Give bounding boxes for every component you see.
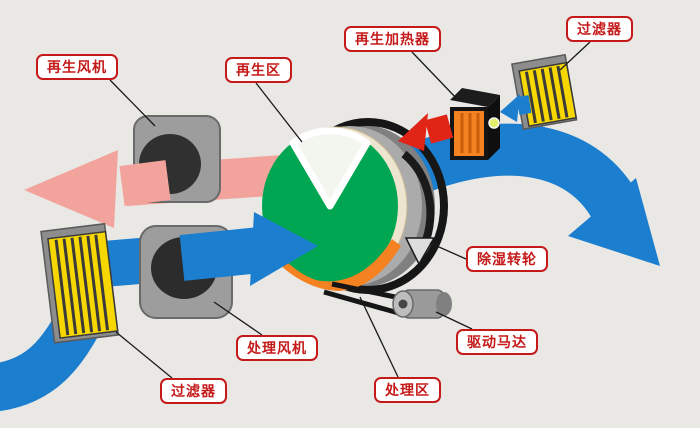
outlet-arrow-band bbox=[404, 123, 639, 222]
leader-process-fan bbox=[213, 301, 263, 336]
heater-element-fins bbox=[460, 113, 480, 153]
label-regen-fan: 再生风机 bbox=[36, 54, 118, 80]
drive-motor bbox=[392, 289, 452, 319]
leader-regen-zone bbox=[255, 82, 303, 143]
label-filter-bottom: 过滤器 bbox=[160, 378, 227, 404]
regen-exhaust-arrowhead bbox=[24, 150, 118, 228]
wheel-rotation-arrowhead bbox=[404, 237, 436, 266]
filter-pleats-bottom bbox=[54, 234, 110, 336]
heater-top-face bbox=[450, 88, 500, 107]
process-air-outlet-arrow bbox=[404, 123, 660, 266]
wheel-rotation-arrow bbox=[401, 150, 435, 248]
filter-pleats-top bbox=[524, 65, 569, 124]
hot-air-band bbox=[424, 114, 454, 144]
label-regen-heater: 再生加热器 bbox=[344, 26, 441, 52]
label-process-zone: 处理区 bbox=[374, 377, 441, 403]
label-regen-zone: 再生区 bbox=[225, 57, 292, 83]
leader-wheel bbox=[429, 242, 467, 260]
regen-intake-band bbox=[516, 95, 532, 115]
label-filter-top: 过滤器 bbox=[566, 16, 633, 42]
wheel-bottom-crescent bbox=[263, 239, 401, 291]
regeneration-sector-wedge bbox=[289, 127, 371, 210]
regen-exhaust-stub bbox=[119, 160, 171, 206]
label-process-fan: 处理风机 bbox=[236, 335, 318, 361]
regeneration-heater bbox=[450, 88, 500, 160]
motor-end-cap bbox=[436, 292, 452, 316]
label-drive-motor: 驱动马达 bbox=[456, 329, 538, 355]
leader-process-zone bbox=[359, 296, 399, 378]
regen-exhaust-arrow bbox=[24, 150, 171, 228]
hot-air-arrow bbox=[398, 113, 454, 151]
outlet-arrowhead bbox=[568, 178, 660, 266]
motor-shaft bbox=[398, 299, 408, 309]
regen-intake-arrowhead bbox=[500, 94, 520, 122]
process-air-arrowhead bbox=[250, 212, 318, 286]
process-air-filter bbox=[40, 222, 120, 344]
regen-air-intake-arrow bbox=[500, 94, 532, 122]
leader-drive-motor bbox=[435, 311, 473, 330]
leader-lines bbox=[109, 41, 591, 379]
leader-regen-fan bbox=[109, 79, 156, 127]
heater-indicator-lamp bbox=[488, 117, 500, 129]
hot-air-arrowhead bbox=[398, 113, 428, 151]
leader-filter-top bbox=[559, 41, 591, 71]
leader-filter-bottom bbox=[115, 331, 173, 379]
regen-air-filter bbox=[511, 53, 578, 131]
process-air-band-right bbox=[179, 227, 263, 281]
label-dehumid-wheel: 除湿转轮 bbox=[466, 246, 548, 272]
leader-regen-heater bbox=[411, 51, 459, 101]
